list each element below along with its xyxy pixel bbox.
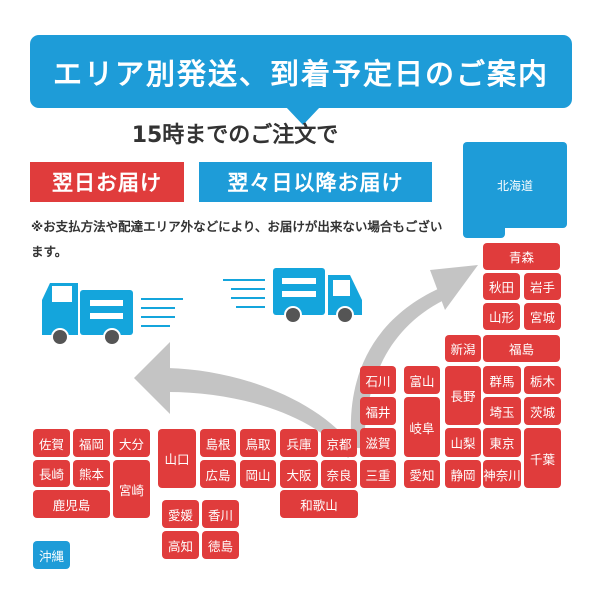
- prefecture-box: 大阪: [280, 460, 318, 488]
- prefecture-box: 長崎: [33, 460, 70, 487]
- prefecture-box: 奈良: [321, 460, 357, 488]
- prefecture-box: 鳥取: [240, 429, 276, 457]
- next-day-delivery-label: 翌日お届け: [30, 162, 184, 202]
- prefecture-box: 兵庫: [280, 429, 318, 457]
- prefecture-box: 徳島: [202, 531, 239, 559]
- prefecture-box: 島根: [200, 429, 236, 457]
- prefecture-box: 石川: [360, 366, 396, 394]
- prefecture-box: 宮城: [524, 303, 561, 330]
- curved-arrow-icon: [134, 342, 356, 458]
- prefecture-box: 岩手: [524, 273, 561, 300]
- truck-icon: [223, 268, 362, 324]
- prefecture-box: 広島: [200, 460, 236, 488]
- prefecture-box: 三重: [360, 460, 396, 488]
- prefecture-box: 栃木: [524, 366, 561, 394]
- prefecture-box: 京都: [321, 429, 357, 457]
- later-delivery-label: 翌々日以降お届け: [199, 162, 432, 202]
- truck-icon: [42, 283, 183, 346]
- prefecture-box: 秋田: [483, 273, 520, 300]
- prefecture-box: 宮崎: [113, 460, 150, 518]
- prefecture-box: 鹿児島: [33, 490, 110, 518]
- prefecture-box: 山口: [158, 429, 196, 488]
- prefecture-box: 福島: [483, 335, 560, 362]
- prefecture-box: 神奈川: [483, 460, 521, 488]
- prefecture-box: 佐賀: [33, 429, 70, 457]
- prefecture-box: 岐阜: [404, 397, 440, 457]
- prefecture-hokkaido: 北海道: [463, 142, 567, 228]
- prefecture-box: 岡山: [240, 460, 276, 488]
- banner-pointer: [286, 107, 320, 125]
- prefecture-hokkaido-tab: [463, 226, 505, 238]
- prefecture-box: 滋賀: [360, 428, 396, 457]
- delivery-note: ※お支払方法や配達エリア外などにより、お届けが出来ない場合もございます。: [31, 219, 443, 259]
- prefecture-box: 富山: [404, 366, 440, 394]
- prefecture-box: 青森: [483, 243, 560, 270]
- prefecture-box: 千葉: [524, 428, 561, 488]
- prefecture-box: 熊本: [73, 460, 110, 487]
- prefecture-box: 大分: [113, 429, 150, 457]
- prefecture-box: 静岡: [445, 460, 481, 488]
- prefecture-box: 愛媛: [162, 500, 199, 528]
- prefecture-box: 福岡: [73, 429, 110, 457]
- prefecture-box: 長野: [445, 366, 481, 425]
- prefecture-box: 愛知: [404, 460, 440, 488]
- prefecture-box: 福井: [360, 397, 396, 425]
- prefecture-box: 和歌山: [280, 490, 358, 518]
- prefecture-box: 群馬: [483, 366, 521, 394]
- prefecture-box: 香川: [202, 500, 239, 528]
- prefecture-box: 茨城: [524, 397, 561, 425]
- prefecture-box: 山形: [483, 303, 520, 330]
- prefecture-box: 高知: [162, 531, 199, 559]
- page-title: エリア別発送、到着予定日のご案内: [30, 35, 572, 108]
- order-deadline: 15時までのご注文で: [131, 123, 339, 148]
- prefecture-box: 東京: [483, 428, 521, 457]
- prefecture-box: 沖縄: [33, 541, 70, 569]
- prefecture-box: 埼玉: [483, 397, 521, 425]
- prefecture-box: 山梨: [445, 428, 481, 457]
- prefecture-box: 新潟: [445, 335, 481, 362]
